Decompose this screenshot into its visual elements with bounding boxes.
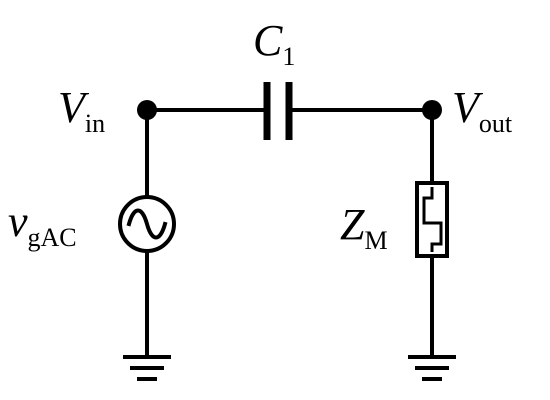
- impedance-inner-path: [422, 187, 443, 252]
- source-label: vgAC: [8, 197, 77, 252]
- impedance-icon: [415, 181, 449, 258]
- vin-label: Vin: [58, 83, 105, 138]
- left-branch: [118, 108, 176, 381]
- right-branch: [408, 108, 456, 381]
- ground-icon: [123, 355, 171, 381]
- capacitor-label: C1: [253, 16, 295, 71]
- ac-source-wave: [126, 208, 168, 240]
- capacitor-icon: [263, 82, 293, 140]
- ground-icon: [408, 355, 456, 381]
- load-label: ZM: [340, 200, 388, 255]
- vout-label: Vout: [452, 83, 513, 138]
- ac-voltage-source-icon: [118, 195, 176, 253]
